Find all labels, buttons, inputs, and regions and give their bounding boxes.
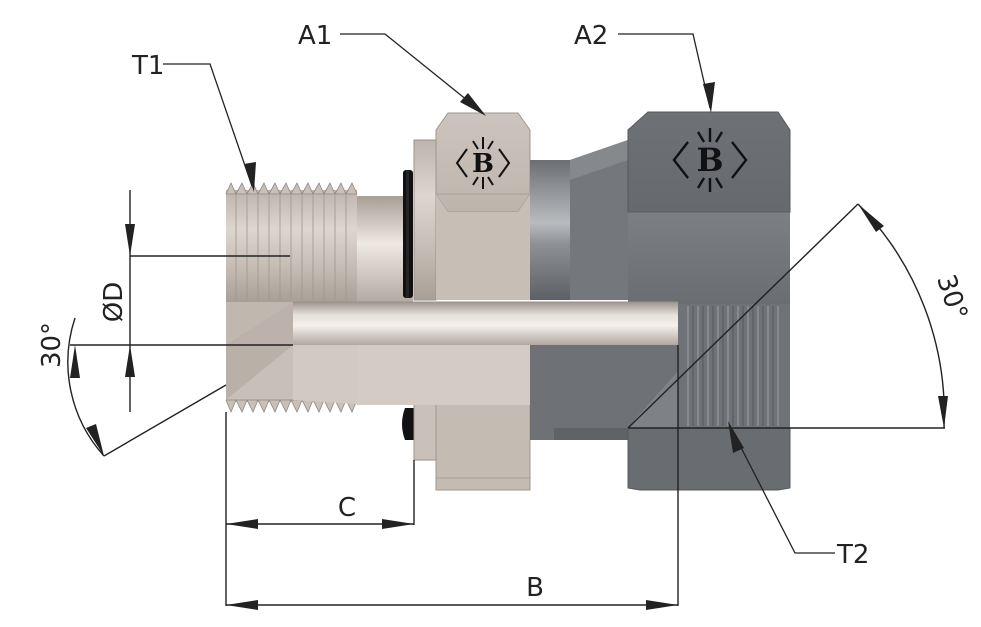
collar xyxy=(413,139,437,461)
logo-letter-a2: B xyxy=(696,141,723,179)
label-t1: T1 xyxy=(131,51,164,81)
dimension-d-label: ØD xyxy=(99,282,129,323)
logo-letter-a1: B xyxy=(472,149,494,179)
leaders: T1 A1 A2 T2 xyxy=(131,21,869,570)
brand-logo-a1: B xyxy=(455,137,511,189)
hex-a1: B xyxy=(435,112,531,491)
brand-logo-a2: B xyxy=(672,128,748,192)
label-a1: A1 xyxy=(298,21,332,51)
angle-left-label: 30° xyxy=(37,322,67,368)
steel-transition xyxy=(530,140,640,440)
label-t2: T2 xyxy=(836,540,869,570)
dimension-b-label: B xyxy=(526,573,544,603)
angle-right-label: 30° xyxy=(930,271,973,324)
dimension-c-label: C xyxy=(338,493,356,523)
label-a2: A2 xyxy=(574,21,608,51)
nut-a2: B xyxy=(627,111,791,491)
dimensions: C B ØD 30° 30° xyxy=(37,190,973,610)
